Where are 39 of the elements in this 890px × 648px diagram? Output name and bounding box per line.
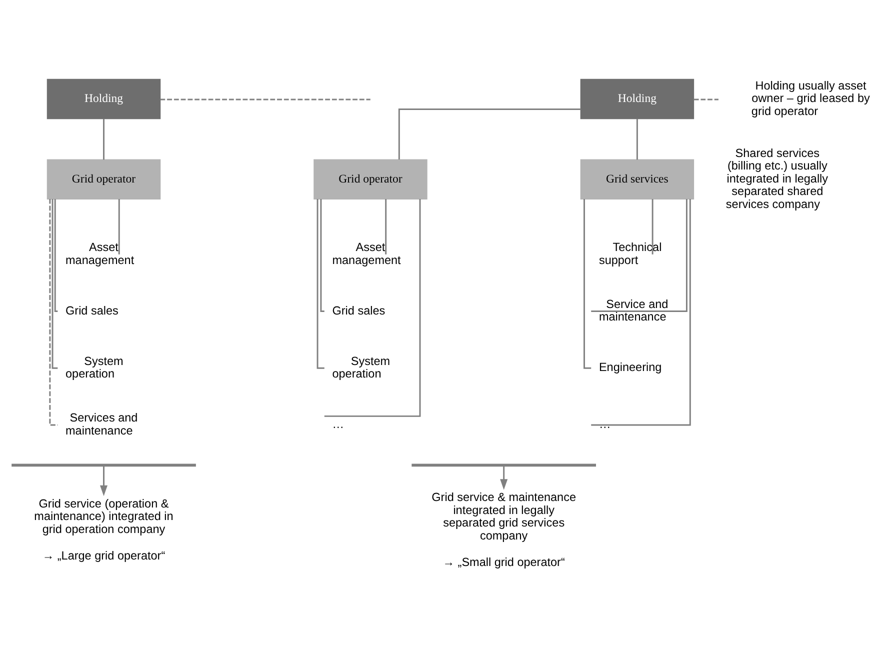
node-text: … [598,418,611,431]
node-box: Grid operator [314,158,428,199]
label: Shared services (billing etc.) usually integrated in legally separated shared services company [726,146,828,210]
connector [320,198,324,312]
node-box: Grid services [580,158,694,199]
connector [103,118,104,160]
arrow [100,466,108,496]
connector [324,198,421,416]
node-text: System operation [332,354,390,380]
node-text: Service and maintenance [598,297,668,324]
connector [160,98,370,100]
connector [52,198,58,368]
node-text: System operation [66,354,124,380]
node-box: Grid operator [46,158,161,199]
node-bar [412,463,596,466]
connector [118,198,120,254]
connector [636,118,638,160]
node-text: Grid service (operation & maintenance) integrated in grid operation company → „Large grid operator“ [34,496,174,562]
connector [652,198,654,254]
node-box: Holding [46,78,161,119]
connector [398,108,581,159]
node-text: Services and maintenance [66,411,138,437]
connector [694,98,718,100]
node-text: … [332,418,344,431]
arrow [500,466,508,490]
connector [591,198,688,312]
connector [385,198,387,254]
node-text: Asset management [66,240,134,266]
node-text: Technical support [598,240,662,266]
node-bar [12,463,196,466]
node-text: Engineering [598,360,662,374]
node-box: Holding [580,78,694,119]
node-text: Asset management [332,240,401,266]
node-text: Grid sales [66,304,118,317]
node-text: Grid sales [332,304,386,317]
node-text: Grid service & maintenance integrated in legally separated grid services company → „Small grid operator“ [432,490,576,568]
label: Holding usually asset owner – grid leased by grid operator [751,78,870,118]
connector [591,198,691,426]
connector [54,198,58,312]
